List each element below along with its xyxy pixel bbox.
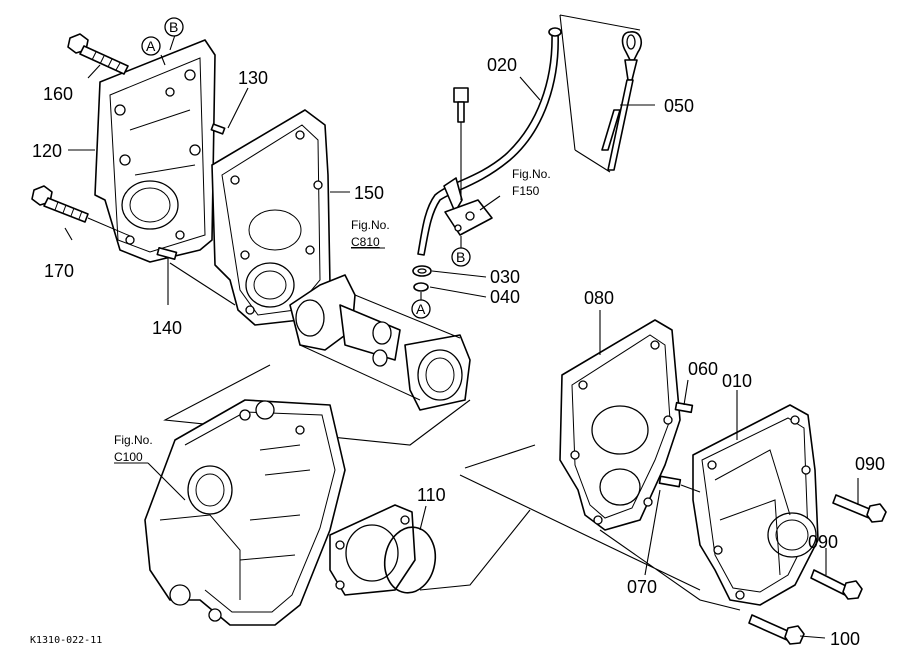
callout-100: 100	[830, 629, 860, 649]
fig-ref-f150: Fig.No. F150	[479, 167, 551, 211]
bolt-f150	[453, 87, 469, 200]
marker-a-mid: A	[411, 299, 431, 319]
alignment-line	[680, 484, 701, 493]
bolt-090-lower	[810, 569, 863, 600]
dipstick-guide-pipe-020	[417, 27, 562, 256]
fig-ref-c100: Fig.No. C100	[114, 433, 186, 501]
callout-160: 160	[43, 84, 73, 104]
bolt-170	[31, 185, 89, 223]
callout-090-lower: 090	[808, 532, 838, 552]
svg-text:A: A	[146, 38, 156, 54]
callout-050: 050	[664, 96, 694, 116]
dowel-pin-070	[658, 475, 682, 488]
callout-040: 040	[490, 287, 520, 307]
bolt-100	[748, 614, 805, 645]
dipstick-axis	[559, 14, 641, 173]
callout-070: 070	[627, 577, 657, 597]
dowel-pin-140	[156, 246, 178, 260]
o-ring-040	[413, 282, 429, 292]
svg-text:C100: C100	[114, 450, 143, 464]
callout-090-upper: 090	[855, 454, 885, 474]
gasket-110	[383, 526, 437, 594]
leader-lines	[64, 34, 859, 639]
marker-b-mid: B	[451, 236, 471, 267]
bolt-090-upper	[832, 494, 887, 523]
svg-text:C810: C810	[351, 235, 380, 249]
bracket-f150	[444, 199, 493, 236]
transmission-case-c100	[144, 399, 346, 626]
callout-060: 060	[688, 359, 718, 379]
svg-text:F150: F150	[512, 184, 540, 198]
gear-case-cover-080	[559, 319, 681, 531]
fig-ref-c810: Fig.No. C810	[351, 218, 390, 249]
case-plate-150	[211, 109, 331, 326]
callout-120: 120	[32, 141, 62, 161]
gear-case-010	[692, 404, 819, 606]
svg-text:B: B	[169, 19, 178, 35]
callout-170: 170	[44, 261, 74, 281]
marker-a-top: A	[141, 36, 161, 56]
svg-text:A: A	[416, 301, 426, 317]
gasket-housing	[329, 504, 416, 596]
callout-080: 080	[584, 288, 614, 308]
svg-text:B: B	[456, 249, 465, 265]
case-plate-120	[94, 39, 216, 263]
callout-030: 030	[490, 267, 520, 287]
callout-130: 130	[238, 68, 268, 88]
callout-150: 150	[354, 183, 384, 203]
marker-b-top: B	[164, 17, 184, 37]
callout-020: 020	[487, 55, 517, 75]
callout-010: 010	[722, 371, 752, 391]
alignment-line	[169, 262, 236, 306]
svg-text:Fig.No.: Fig.No.	[114, 433, 153, 447]
bolt-170-axis	[87, 217, 131, 237]
dowel-pin-130	[210, 123, 226, 135]
alignment-line	[419, 509, 531, 591]
pto-shaft-housing	[289, 274, 471, 411]
dipstick-050	[601, 31, 642, 171]
callout-140: 140	[152, 318, 182, 338]
alignment-line	[459, 444, 741, 611]
callout-110: 110	[417, 485, 446, 505]
bolt-160	[67, 33, 129, 75]
svg-text:Fig.No.: Fig.No.	[351, 218, 390, 232]
svg-text:Fig.No.: Fig.No.	[512, 167, 551, 181]
o-ring-030	[412, 265, 432, 277]
drawing-code: K1310-022-11	[30, 635, 102, 646]
